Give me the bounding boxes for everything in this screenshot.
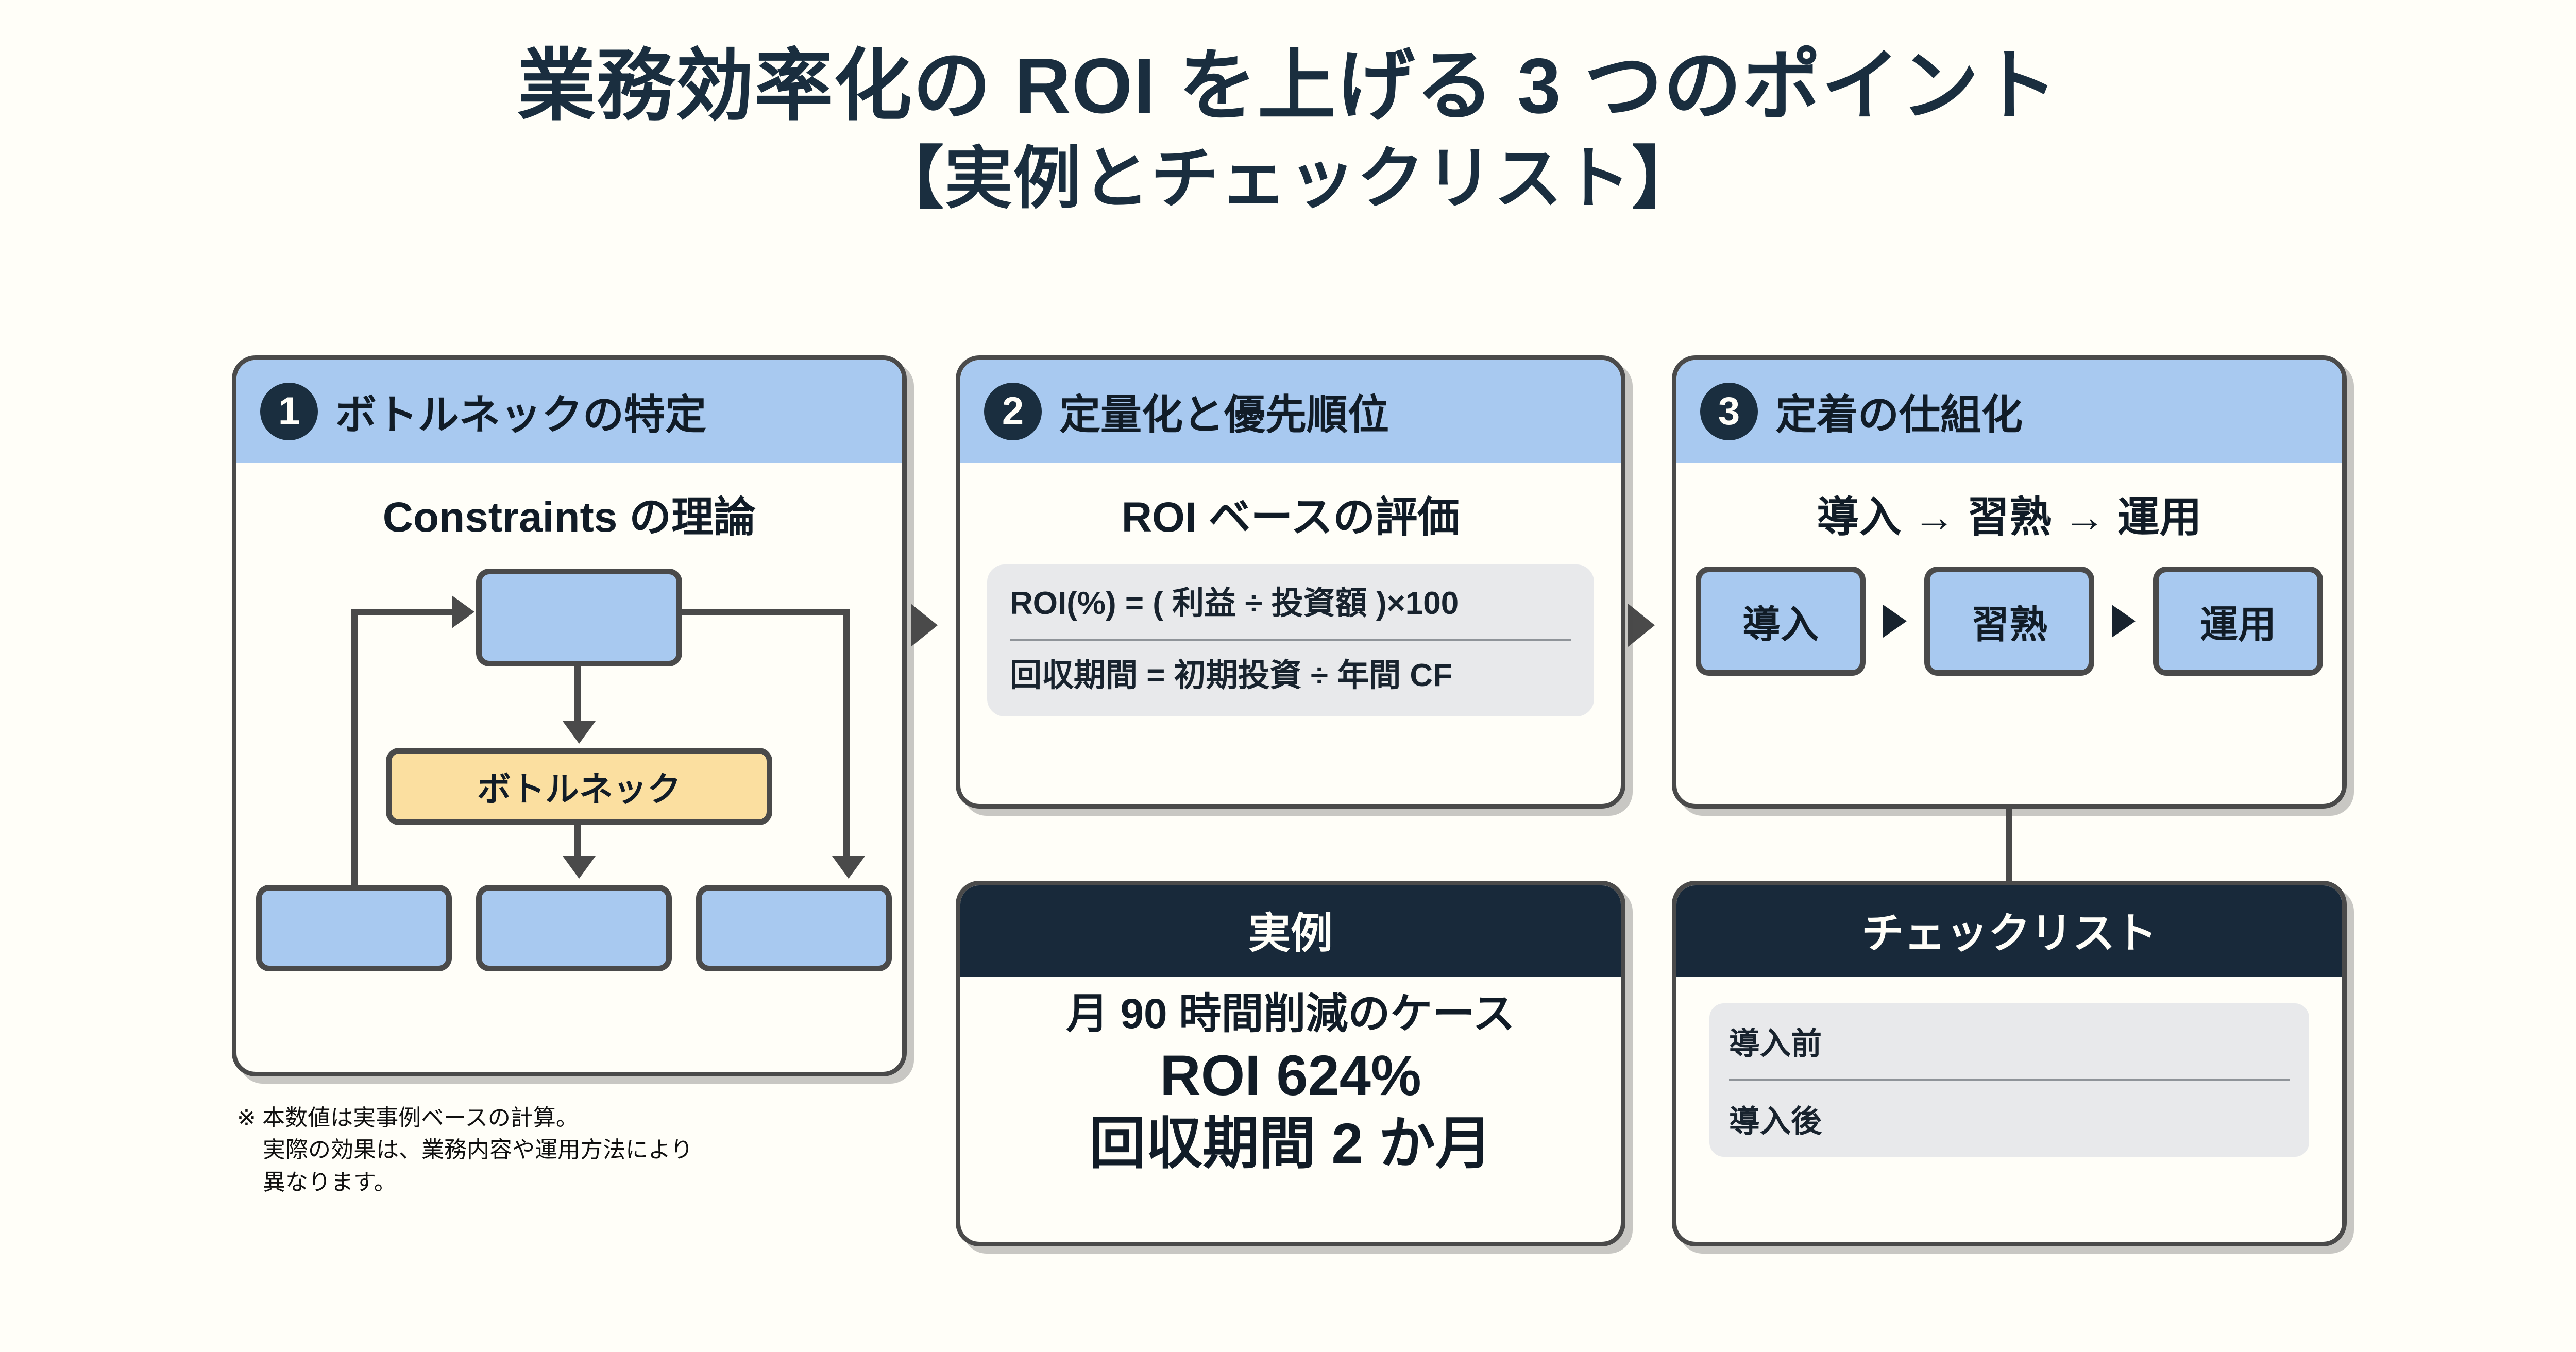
adoption-step-row: 導入 習熟 運用 [1676,567,2342,676]
card-2-number-badge: 2 [984,383,1042,440]
checklist-rows: 導入前 導入後 [1709,1003,2309,1157]
step-arrow-2-icon [2112,605,2136,638]
flow-line-left-vertical [351,609,358,891]
step-box-operation[interactable]: 運用 [2153,567,2323,676]
panel-checklist-header: チェックリスト [1676,885,2342,977]
connector-arrow-card2-card3-icon [1628,604,1655,647]
footnote: ※ 本数値は実事例ベースの計算。 実際の効果は、業務内容や運用方法により 異なり… [237,1102,1010,1199]
card-3-header: 3 定着の仕組化 [1676,360,2342,463]
card-2-header: 2 定量化と優先順位 [960,360,1621,463]
card-1-subtitle: Constraints の理論 [382,494,756,541]
flow-arrowhead-to-leaf-2 [563,856,596,879]
example-case-line: 月 90 時間削減のケース [1066,990,1515,1037]
title-line-secondary: 【実例とチェックリスト】 [876,140,1700,216]
card-quantification-priority[interactable]: 2 定量化と優先順位 ROI ベースの評価 ROI(%) = ( 利益 ÷ 投資… [956,355,1625,809]
flow-line-bottleneck-to-leaf [574,825,581,860]
footnote-line-1: ※ 本数値は実事例ベースの計算。 [237,1105,579,1131]
panel-checklist[interactable]: チェックリスト 導入前 導入後 [1672,881,2347,1246]
card-1-title: ボトルネックの特定 [335,392,706,438]
flow-line-left-horizontal [351,609,458,615]
card-1-header: 1 ボトルネックの特定 [236,360,902,463]
step-box-proficiency[interactable]: 習熟 [1924,567,2094,676]
card-2-subtitle: ROI ベースの評価 [1121,494,1460,541]
flow-box-bottleneck[interactable]: ボトルネック [386,748,772,825]
flow-box-top[interactable] [476,569,682,666]
panel-example-body: 月 90 時間削減のケース ROI 624% 回収期間 2 か月 [960,977,1621,1178]
flow-box-leaf-3[interactable] [696,885,892,971]
flow-arrowhead-to-bottleneck [563,721,596,744]
example-roi-value: ROI 624% [1160,1043,1421,1107]
step-arrow-1-icon [1883,605,1907,638]
card-3-title: 定着の仕組化 [1775,392,2023,438]
panel-example[interactable]: 実例 月 90 時間削減のケース ROI 624% 回収期間 2 か月 [956,881,1625,1246]
flow-line-right-horizontal [682,609,850,615]
card-3-number-badge: 3 [1700,383,1758,440]
card-2-title: 定量化と優先順位 [1059,392,1389,438]
example-payback-value: 回収期間 2 か月 [1089,1111,1493,1175]
card-3-subtitle: 導入 → 習熟 → 運用 [1817,494,2202,541]
formula-roi: ROI(%) = ( 利益 ÷ 投資額 )×100 [1010,586,1459,621]
roi-formula-box: ROI(%) = ( 利益 ÷ 投資額 )×100 回収期間 = 初期投資 ÷ … [987,564,1594,717]
footnote-line-2: 実際の効果は、業務内容や運用方法により [263,1137,693,1163]
connector-line-card3-checklist [2006,809,2012,883]
flow-line-top-to-bottleneck [574,666,581,725]
flow-box-leaf-1[interactable] [256,885,452,971]
flow-box-leaf-2[interactable] [476,885,672,971]
checklist-item-after[interactable]: 導入後 [1729,1079,2290,1157]
card-adoption-systemization[interactable]: 3 定着の仕組化 導入 → 習熟 → 運用 導入 習熟 運用 [1672,355,2347,809]
connector-arrow-card1-card2-icon [911,604,938,647]
formula-divider [1010,638,1571,641]
page-title: 業務効率化の ROI を上げる 3 つのポイント 【実例とチェックリスト】 [0,36,2576,220]
step-box-introduction[interactable]: 導入 [1696,567,1866,676]
flow-line-right-vertical [843,609,850,860]
panel-checklist-body: 導入前 導入後 [1676,977,2342,1157]
panel-example-header: 実例 [960,885,1621,977]
footnote-line-3: 異なります。 [263,1169,397,1195]
card-1-number-badge: 1 [260,383,318,440]
flow-arrowhead-into-top-box [452,595,474,628]
bottleneck-flow-diagram: ボトルネック [236,557,902,971]
card-bottleneck-identification[interactable]: 1 ボトルネックの特定 Constraints の理論 ボトルネック [232,355,907,1076]
formula-payback: 回収期間 = 初期投資 ÷ 年間 CF [1010,657,1453,693]
flow-arrowhead-to-leaf-3 [832,856,865,879]
checklist-item-before[interactable]: 導入前 [1729,1026,1822,1061]
title-line-primary: 業務効率化の ROI を上げる 3 つのポイント [517,42,2059,130]
